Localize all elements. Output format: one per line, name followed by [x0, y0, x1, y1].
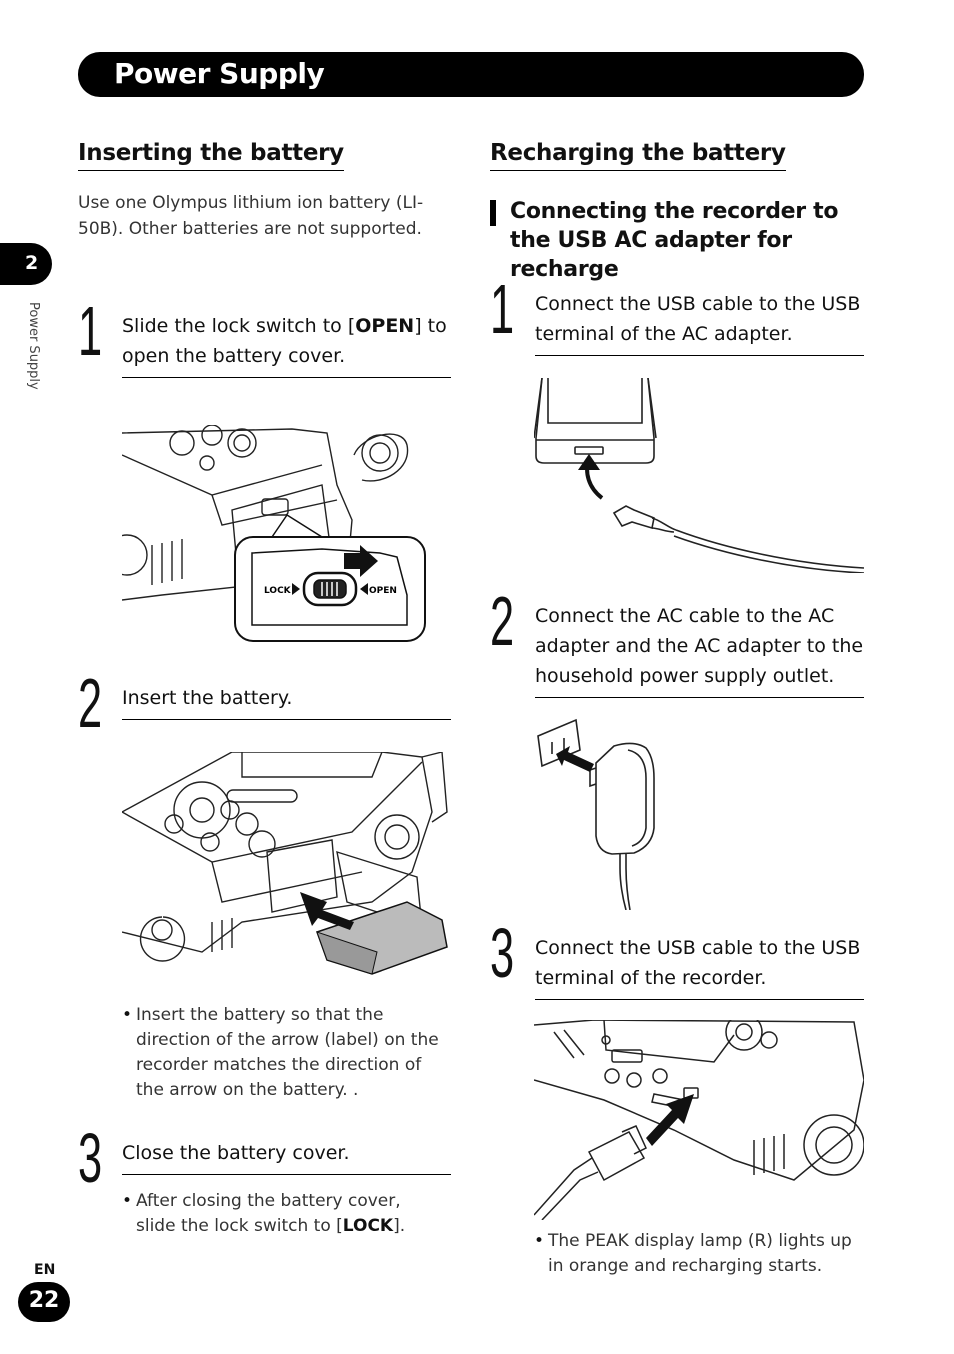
language-label: EN — [34, 1262, 56, 1278]
open-label: OPEN — [369, 586, 397, 596]
chapter-number: 2 — [25, 252, 39, 274]
battery-insert-illustration — [122, 752, 448, 975]
battery-intro: Use one Olympus lithium ion battery (LI-… — [78, 193, 424, 239]
chapter-tab: 2 — [0, 243, 52, 285]
left-step-3-text: Close the battery cover. — [122, 1138, 451, 1175]
adapter-to-outlet-illustration — [537, 718, 655, 910]
page-number-badge: 22 — [18, 1282, 70, 1322]
page-number: 22 — [28, 1288, 60, 1313]
right-step-3-number: 3 — [490, 914, 515, 992]
left-step-2-number: 2 — [78, 664, 103, 742]
left-step-2-text: Insert the battery. — [122, 683, 451, 720]
right-step-2-text: Connect the AC cable to the AC adapter a… — [535, 601, 864, 698]
left-step-2-note: Insert the battery so that the direction… — [122, 1003, 452, 1103]
left-step-3-number: 3 — [78, 1119, 103, 1197]
right-step-1-text: Connect the USB cable to the USB termina… — [535, 289, 864, 356]
right-step-2-number: 2 — [490, 582, 515, 660]
right-step-3-note: The PEAK display lamp (R) lights up in o… — [534, 1229, 864, 1279]
right-step-3-text: Connect the USB cable to the USB termina… — [535, 933, 864, 1000]
right-step-1-number: 1 — [490, 270, 515, 348]
usb-to-adapter-illustration — [534, 378, 864, 573]
lock-label: LOCK — [264, 586, 292, 596]
inserting-heading: Inserting the battery — [78, 140, 344, 171]
page-title: Power Supply — [114, 57, 325, 90]
left-step-1-text: Slide the lock switch to [OPEN] to open … — [122, 311, 451, 378]
page-title-bar: Power Supply — [78, 52, 864, 97]
lock-switch-illustration: LOCK OPEN — [122, 425, 426, 642]
recharging-heading: Recharging the battery — [490, 140, 786, 171]
chapter-side-label: Power Supply — [26, 302, 41, 390]
left-step-1-number: 1 — [78, 292, 103, 370]
left-step-3-note: After closing the battery cover, slide t… — [122, 1189, 442, 1239]
usb-to-recorder-illustration — [534, 1020, 864, 1220]
usb-adapter-subheading: Connecting the recorder to the USB AC ad… — [490, 197, 870, 284]
